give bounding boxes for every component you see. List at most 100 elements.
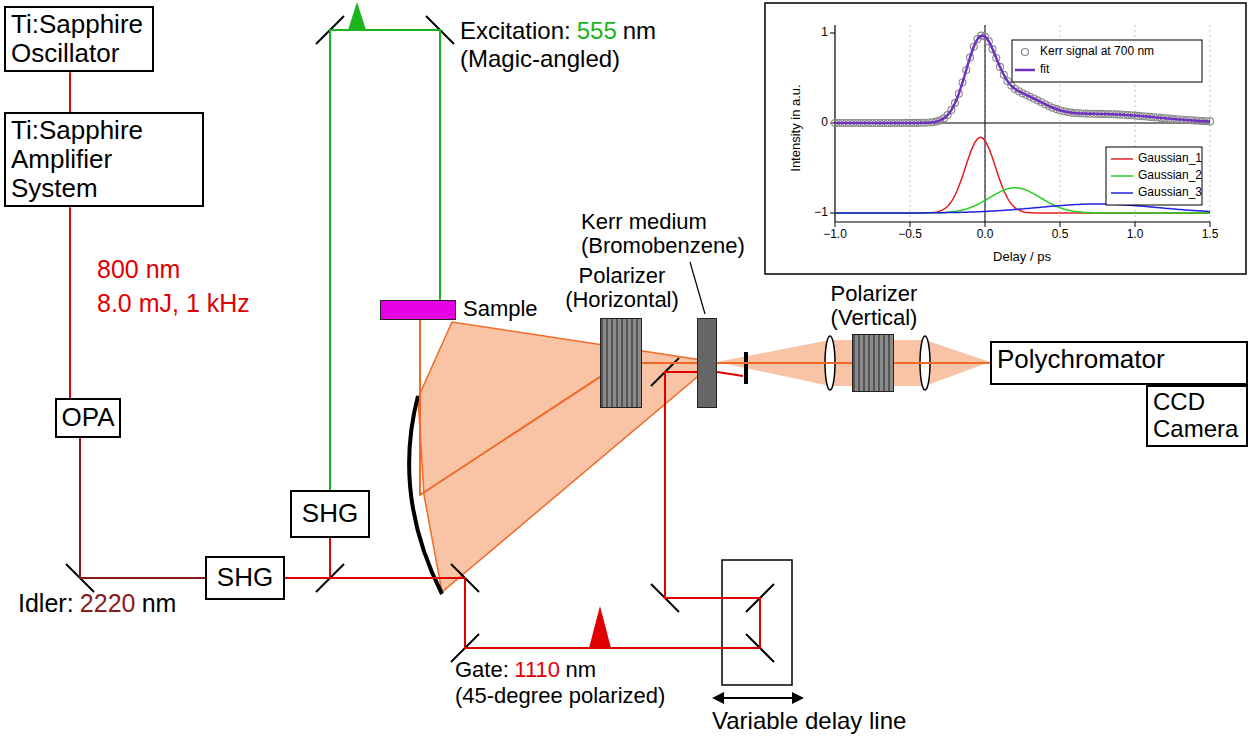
legend-sample [1015, 69, 1035, 72]
axis-line [835, 221, 1210, 222]
tick-mark [1210, 222, 1211, 227]
label-group: Variable delay line [712, 708, 906, 734]
beam-path [330, 30, 440, 490]
axis-label: 0.5 [1052, 228, 1069, 241]
box-label: Polychromator [997, 345, 1241, 374]
pulse-symbol [589, 606, 611, 648]
axis-label: Delay / ps [993, 250, 1051, 264]
beam-path [894, 362, 990, 364]
beam-stop [744, 352, 748, 384]
box-label: OPA [62, 403, 115, 432]
beam-label: 2220 [80, 590, 136, 618]
leader-line [690, 262, 705, 314]
legend-sample [1111, 175, 1133, 177]
legend-box [1106, 147, 1202, 205]
legend-sample [1111, 158, 1133, 160]
legend-text: fit [1040, 63, 1049, 76]
tick-mark [830, 33, 835, 34]
label-group: (45-degree polarized) [455, 684, 665, 708]
beam-path [285, 538, 330, 578]
axis-label: 1.0 [1127, 228, 1144, 241]
opa-box: OPA [55, 398, 121, 438]
zero-line [985, 25, 986, 222]
beam-label: Gate: [455, 658, 509, 682]
polarizer: Polarizer (Vertical) [852, 334, 894, 392]
tick-mark [830, 213, 835, 214]
beam-label: (Magic-angled) [460, 46, 620, 72]
fit-curve [835, 36, 1210, 124]
legend-sample [1022, 49, 1029, 56]
label-group: Delay / ps [993, 250, 1051, 264]
laser-box: Ti:Sapphire Amplifier System [4, 112, 204, 207]
delay-stage [722, 560, 792, 685]
beam-label: Variable delay line [712, 708, 906, 734]
box-label: CCD Camera [1153, 389, 1241, 443]
tick-mark [835, 222, 836, 227]
label-group: Idler:2220nm [18, 590, 176, 618]
beam-label: 555 [577, 18, 617, 44]
beam-label: Excitation: [460, 18, 571, 44]
label-group: −1.0 [823, 228, 847, 241]
beam-label: nm [142, 590, 177, 618]
beam-label: nm [566, 658, 597, 682]
beam-label: 8.0 mJ, 1 kHz [97, 290, 250, 318]
tick-mark [985, 222, 986, 227]
legend-text: Gaussian_3 [1138, 186, 1202, 199]
axis-label: 0 [821, 116, 828, 129]
arrowhead [792, 692, 804, 704]
tick-mark [830, 123, 835, 124]
box-label: SHG [217, 563, 273, 592]
chart-grid [830, 25, 1210, 227]
legend-text: Kerr signal at 700 nm [1040, 45, 1154, 58]
part-label: Polarizer (Vertical) [809, 282, 939, 331]
gaussian-curve [835, 137, 1210, 213]
beam-label: Idler: [18, 590, 74, 618]
legend-box [1012, 40, 1202, 82]
tick-mark [910, 222, 911, 227]
spectrograph-box: Polychromator [990, 341, 1248, 385]
pulse-symbol [348, 2, 366, 30]
beam-path [717, 362, 852, 364]
beam-path [420, 320, 600, 495]
grid-line [985, 25, 986, 222]
laser-box: Ti:Sapphire Oscillator [4, 6, 154, 72]
label-group: 0.5 [1052, 228, 1069, 241]
axis-label: −1.0 [823, 228, 847, 241]
beam-path [69, 72, 71, 112]
legend-text: Gaussian_2 [1138, 169, 1202, 182]
label-group: 0 [821, 116, 828, 129]
label-group: Gate:1110nm [455, 658, 596, 682]
shg-box: SHG [205, 556, 285, 600]
legend-text: Gaussian_1 [1138, 152, 1202, 165]
label-group: (Magic-angled) [460, 46, 620, 72]
beam-path [69, 207, 71, 398]
box-label: SHG [302, 499, 358, 528]
shg-box: SHG [290, 490, 370, 538]
label-group: 1 [821, 26, 828, 39]
parabolic-mirror [409, 396, 442, 594]
axis-label: 1 [821, 26, 828, 39]
beam-path [285, 372, 760, 648]
beam-label: 1110 [514, 658, 560, 682]
label-group: 1.0 [1127, 228, 1144, 241]
label-group: 0.0 [977, 228, 994, 241]
axis-label: 0.0 [977, 228, 994, 241]
sample-plate: Sample [380, 300, 456, 320]
camera-box: CCD Camera [1146, 385, 1248, 447]
legend-sample [1111, 192, 1133, 194]
inset-frame [765, 3, 1246, 274]
axis-label: −0.5 [898, 228, 922, 241]
chart-curves [832, 32, 1214, 213]
part-label: Sample [463, 297, 538, 322]
beam-label: (45-degree polarized) [455, 684, 665, 708]
arrowhead [712, 692, 724, 704]
kerr-medium: Kerr medium (Bromobenzene) [697, 318, 717, 408]
box-label: Ti:Sapphire Oscillator [11, 10, 147, 68]
label-group: −0.5 [898, 228, 922, 241]
label-group: Intensity in a.u. [789, 84, 803, 171]
signal-beam [418, 322, 715, 592]
label-group: 1.5 [1202, 228, 1219, 241]
box-label: Ti:Sapphire Amplifier System [11, 116, 197, 203]
delay-arrow [718, 697, 798, 699]
